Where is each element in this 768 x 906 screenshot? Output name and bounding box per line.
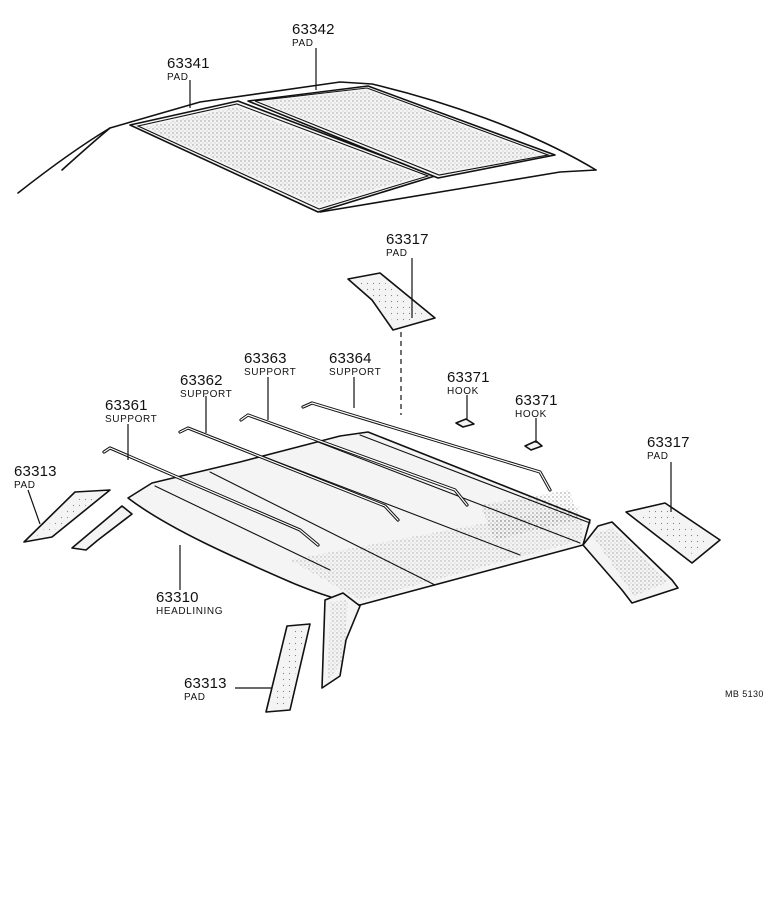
callout-63361: 63361 SUPPORT xyxy=(105,398,157,425)
support-rod-63361 xyxy=(102,446,320,547)
callout-part-name: SUPPORT xyxy=(244,367,297,378)
pad-63317-upper xyxy=(347,272,436,331)
roof-outline xyxy=(17,81,597,213)
diagram-reference-code: MB 5130 xyxy=(725,689,764,699)
callout-part-number: 63313 xyxy=(184,675,227,692)
front-pillar-trim xyxy=(71,505,361,689)
headlining-rear-flap xyxy=(582,521,679,604)
callout-63313-lower: 63313 PAD xyxy=(184,676,227,703)
callout-part-number: 63364 xyxy=(329,350,372,367)
callout-part-number: 63361 xyxy=(105,397,148,414)
callout-63364: 63364 SUPPORT xyxy=(329,351,381,378)
callout-part-number: 63342 xyxy=(292,21,335,38)
callout-part-number: 63363 xyxy=(244,350,287,367)
callout-part-name: PAD xyxy=(386,248,408,259)
callout-part-number: 63310 xyxy=(156,589,199,606)
callout-63362: 63362 SUPPORT xyxy=(180,373,232,400)
pad-63313-left xyxy=(23,489,111,543)
callout-part-name: PAD xyxy=(647,451,669,462)
callout-63371-right: 63371 HOOK xyxy=(515,393,558,420)
callout-part-number: 63317 xyxy=(386,231,429,248)
callout-part-name: SUPPORT xyxy=(329,367,382,378)
callout-part-number: 63317 xyxy=(647,434,690,451)
callout-63317-upper: 63317 PAD xyxy=(386,232,429,259)
hook-63371-right xyxy=(524,440,543,451)
callout-63341: 63341 PAD xyxy=(167,56,210,83)
callout-part-name: HEADLINING xyxy=(156,606,224,617)
hook-63371-left xyxy=(455,418,475,428)
callout-63342: 63342 PAD xyxy=(292,22,335,49)
callout-part-name: PAD xyxy=(184,692,206,703)
callout-part-number: 63362 xyxy=(180,372,223,389)
callout-part-number: 63371 xyxy=(447,369,490,386)
callout-part-name: HOOK xyxy=(447,386,479,397)
callout-part-name: PAD xyxy=(292,38,314,49)
callout-63363: 63363 SUPPORT xyxy=(244,351,296,378)
callout-63371-left: 63371 HOOK xyxy=(447,370,490,397)
callout-63310: 63310 HEADLINING xyxy=(156,590,223,617)
callout-part-name: PAD xyxy=(14,480,36,491)
pad-63313-lower xyxy=(265,623,311,713)
support-rod-63363 xyxy=(239,413,469,507)
callout-part-name: HOOK xyxy=(515,409,547,420)
callout-63313-left: 63313 PAD xyxy=(14,464,57,491)
callout-63317-lower: 63317 PAD xyxy=(647,435,690,462)
support-rod-63362 xyxy=(178,426,400,522)
leader-lines xyxy=(27,48,672,689)
callout-part-number: 63371 xyxy=(515,392,558,409)
support-rod-63364 xyxy=(301,401,552,492)
callout-part-number: 63313 xyxy=(14,463,57,480)
callout-part-name: SUPPORT xyxy=(180,389,233,400)
headlining-63310 xyxy=(127,431,591,606)
callout-part-name: PAD xyxy=(167,72,189,83)
callout-part-name: SUPPORT xyxy=(105,414,158,425)
roof-pad-63342 xyxy=(247,85,556,179)
pad-63317-lower xyxy=(625,502,721,564)
callout-part-number: 63341 xyxy=(167,55,210,72)
